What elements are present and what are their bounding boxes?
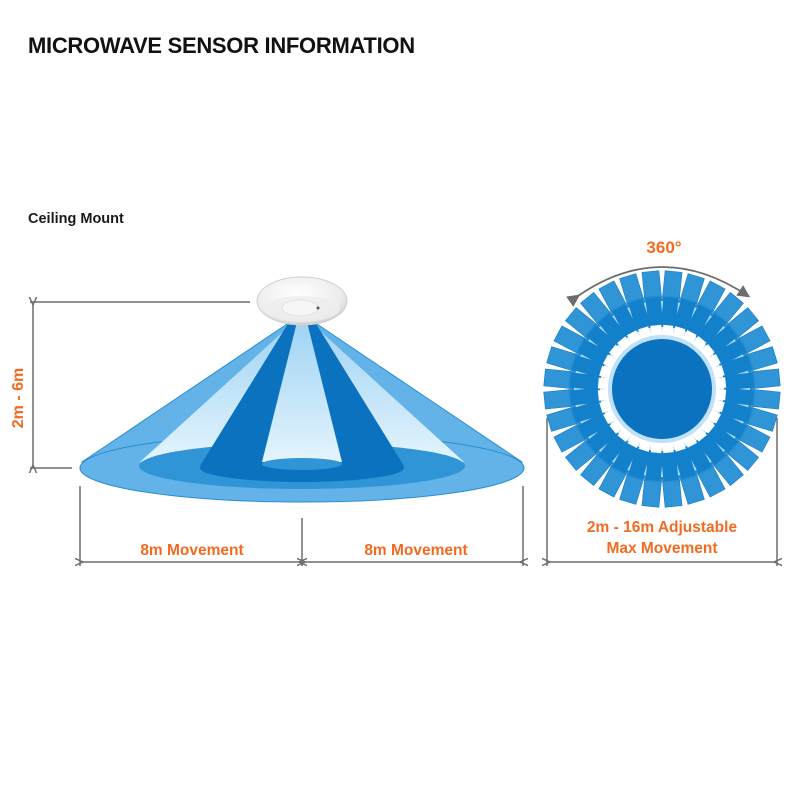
center-beam-footprint bbox=[262, 458, 342, 470]
radial-ray bbox=[564, 307, 624, 359]
ceiling-mount-diagram: 2m - 6m 8m Move bbox=[10, 276, 524, 566]
rotation-label: 360° bbox=[646, 238, 681, 257]
radial-ray bbox=[692, 427, 744, 487]
radial-ray bbox=[692, 291, 744, 351]
range-label-line2: Max Movement bbox=[606, 540, 717, 557]
radial-ray bbox=[598, 434, 642, 498]
rotation-arrow bbox=[566, 266, 751, 307]
radial-ray bbox=[553, 325, 617, 369]
radial-ray bbox=[543, 387, 609, 410]
sensor-dome bbox=[256, 276, 348, 326]
height-range-label: 2m - 6m bbox=[10, 368, 27, 428]
radial-detection-pattern bbox=[543, 270, 781, 508]
radial-ray bbox=[715, 387, 781, 410]
radial-ray bbox=[660, 442, 683, 508]
radial-ray bbox=[660, 270, 683, 336]
detection-cone-pale-left bbox=[140, 320, 296, 462]
radial-ray bbox=[580, 291, 632, 351]
left-coverage-label: 8m Movement bbox=[140, 542, 243, 559]
detection-beam-center bbox=[262, 322, 342, 462]
radial-ray bbox=[682, 280, 726, 344]
right-coverage-label: 8m Movement bbox=[364, 542, 467, 559]
height-dimension-line bbox=[30, 302, 250, 468]
ceiling-mount-label: Ceiling Mount bbox=[28, 211, 124, 227]
radial-ray bbox=[580, 427, 632, 487]
radial-ray bbox=[700, 307, 760, 359]
radial-ray bbox=[700, 419, 760, 471]
radial-ray bbox=[715, 368, 781, 391]
coverage-dimension-lines bbox=[80, 486, 523, 566]
radial-ray bbox=[707, 325, 771, 369]
radial-ray bbox=[682, 434, 726, 498]
top-view-diagram: 360° 2m - 16m Adjustable Max Movement bbox=[544, 238, 781, 566]
detection-cone-pale-right bbox=[308, 320, 464, 462]
radial-ray bbox=[564, 419, 624, 471]
page-title: MICROWAVE SENSOR INFORMATION bbox=[28, 33, 415, 58]
top-view-dimension-lines bbox=[547, 418, 777, 566]
radial-ray bbox=[641, 270, 664, 336]
radial-ray bbox=[598, 280, 642, 344]
radial-ray bbox=[707, 409, 771, 453]
radial-ray bbox=[641, 442, 664, 508]
range-label-line1: 2m - 16m Adjustable bbox=[587, 519, 738, 536]
radial-ray bbox=[546, 399, 612, 432]
radial-ray bbox=[543, 368, 609, 391]
radial-ray bbox=[553, 409, 617, 453]
radial-ray bbox=[672, 273, 705, 339]
